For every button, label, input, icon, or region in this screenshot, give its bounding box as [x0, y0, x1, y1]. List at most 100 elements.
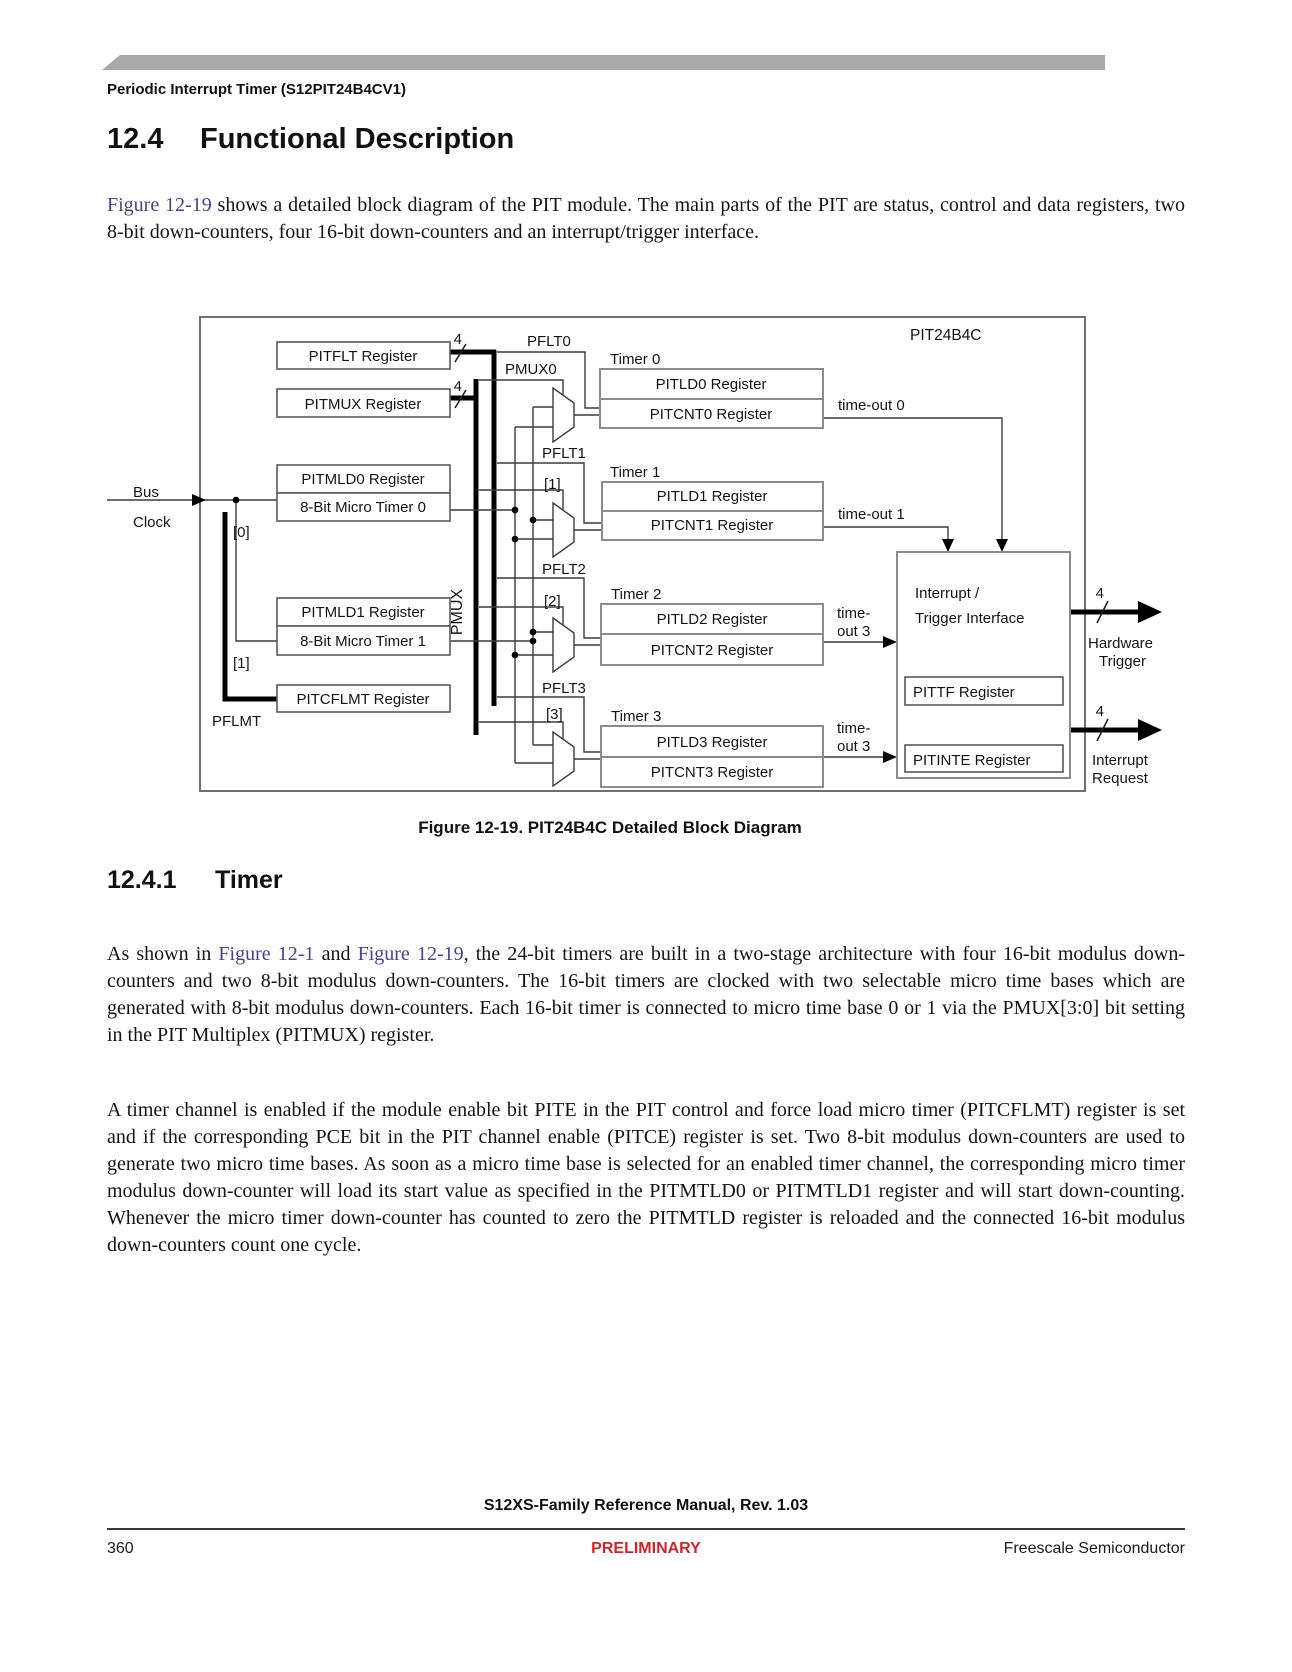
micro-timer0-box	[276, 492, 451, 522]
bus-clock-arrowhead	[192, 494, 206, 506]
section-title: Functional Description	[200, 123, 515, 155]
footer-manual-title: S12XS-Family Reference Manual, Rev. 1.03	[483, 1497, 809, 1514]
pflmt-label: PFLMT	[212, 713, 261, 730]
pflt3-label: PFLT3	[542, 680, 586, 697]
micro-timer1-label: 8-Bit Micro Timer 1	[300, 633, 426, 650]
pittf-register-box	[904, 676, 1064, 706]
pitld3-label: PITLD3 Register	[657, 734, 768, 751]
pflt1-label: PFLT1	[542, 445, 586, 462]
clock-junction-dot	[232, 496, 240, 504]
intro-paragraph: Figure 12-19 shows a detailed block diag…	[107, 192, 1185, 246]
pitmld0-register-label: PITMLD0 Register	[301, 471, 424, 488]
pflmt-bus	[222, 512, 277, 702]
pittf-register-label: PITTF Register	[913, 684, 1015, 701]
figure-12-19-link[interactable]: Figure 12-19	[107, 194, 212, 216]
timer-p1-text-c: , the 24-bit timers are built in a two-s…	[107, 943, 1185, 1046]
mux3-select-label: [3]	[546, 706, 563, 723]
hw-trigger-width-slash	[1096, 600, 1109, 624]
micro-timer0-label: 8-Bit Micro Timer 0	[300, 499, 426, 516]
interrupt-request-label-line2: Request	[1092, 770, 1149, 787]
intro-text: shows a detailed block diagram of the PI…	[107, 194, 1185, 243]
interface-label-line1: Interrupt /	[915, 585, 980, 602]
mux2-tap-dot-b	[511, 651, 519, 659]
pmux3-select-wire	[479, 721, 564, 740]
pitinte-register-box	[904, 744, 1064, 773]
pmux-width-slash	[454, 389, 467, 409]
pmux0-label: PMUX0	[505, 361, 557, 378]
footer-company: Freescale Semiconductor	[1003, 1540, 1185, 1557]
mux0-shape	[552, 386, 575, 444]
pitcnt3-box	[600, 756, 824, 788]
timer-paragraph-2: A timer channel is enabled if the module…	[107, 1099, 1185, 1256]
pflt-width-slash	[454, 343, 467, 363]
mux2-select-label: [2]	[544, 593, 561, 610]
timeout3-arrowhead	[883, 751, 897, 763]
timer1-label: Timer 1	[610, 464, 660, 481]
section-number: 12.4	[107, 123, 164, 155]
pitcnt1-box	[601, 510, 824, 541]
timeout2-label-line2: out 3	[837, 623, 870, 640]
timer0-label: Timer 0	[610, 351, 660, 368]
pflt0-wire	[497, 351, 600, 409]
pitld1-label: PITLD1 Register	[657, 488, 768, 505]
mux0-inputs	[515, 406, 553, 428]
mux1-tap-dot-b	[511, 535, 519, 543]
figure-12-1-link[interactable]: Figure 12-1	[218, 943, 315, 965]
module-boundary	[199, 316, 1086, 792]
pitflt-register-box	[276, 341, 451, 370]
pitmux-register-box	[276, 388, 451, 418]
pflt3-wire	[497, 696, 601, 753]
timeout1-arrowhead	[942, 539, 954, 552]
pitcnt1-label: PITCNT1 Register	[651, 517, 774, 534]
timeout3-label-line1: time-	[837, 720, 870, 737]
pflmt-bit0-label: [0]	[233, 524, 250, 541]
pitmux-register-label: PITMUX Register	[305, 396, 422, 413]
timeout0-arrowhead	[996, 539, 1008, 552]
mux1-shape	[552, 501, 575, 559]
clock-label: Clock	[133, 514, 171, 531]
interface-label-line2: Trigger Interface	[915, 610, 1025, 627]
hw-trigger-width-label: 4	[1096, 585, 1104, 602]
timeout0-wire	[823, 417, 1003, 543]
mux1-inputs	[515, 519, 553, 540]
pitmld0-register-box	[276, 464, 451, 494]
timeout2-label-line1: time-	[837, 605, 870, 622]
mux1-tap-dot-a	[529, 516, 537, 524]
hardware-trigger-label-line1: Hardware	[1088, 635, 1153, 652]
timeout1-wire	[823, 526, 949, 543]
pitmld1-register-label: PITMLD1 Register	[301, 604, 424, 621]
figure-caption: Figure 12-19. PIT24B4C Detailed Block Di…	[418, 818, 802, 837]
pmux0-select-wire	[479, 379, 564, 395]
mt1-junction-dot	[529, 637, 537, 645]
running-header: Periodic Interrupt Timer (S12PIT24B4CV1)	[107, 81, 406, 98]
pitld3-box	[600, 725, 824, 758]
timer2-label: Timer 2	[611, 586, 661, 603]
mux2-shape	[552, 616, 575, 674]
pitcflmt-register-box	[276, 684, 451, 713]
bus-label: Bus	[133, 484, 159, 501]
irq-width-label: 4	[1096, 703, 1104, 720]
module-name-label: PIT24B4C	[910, 327, 982, 344]
pitcnt3-label: PITCNT3 Register	[651, 764, 774, 781]
timer-p1-text-b: and	[314, 943, 358, 965]
pitcnt0-label: PITCNT0 Register	[650, 406, 773, 423]
micro-timer1-box	[276, 625, 451, 656]
mux3-shape	[552, 730, 575, 788]
timer-p1-text-a: As shown in	[107, 943, 219, 965]
timeout3-label-line2: out 3	[837, 738, 870, 755]
timer3-label: Timer 3	[611, 708, 661, 725]
pit-block-diagram: PITFLT Register PITMUX Register PITMLD0 …	[107, 316, 1162, 792]
pitflt-register-label: PITFLT Register	[309, 348, 418, 365]
hardware-trigger-arrowhead	[1138, 601, 1162, 623]
pmux2-select-wire	[479, 606, 564, 626]
timeout2-arrowhead	[883, 636, 897, 648]
footer-rule	[107, 1528, 1185, 1530]
subsection-number: 12.4.1	[107, 866, 177, 894]
pmux-width-label: 4	[454, 378, 462, 395]
figure-12-19-link-2[interactable]: Figure 12-19	[357, 943, 464, 965]
timeout1-label: time-out 1	[838, 506, 905, 523]
pmux1-select-wire	[479, 489, 564, 511]
mt0-junction-dot	[511, 506, 519, 514]
mux2-tap-dot-a	[529, 628, 537, 636]
